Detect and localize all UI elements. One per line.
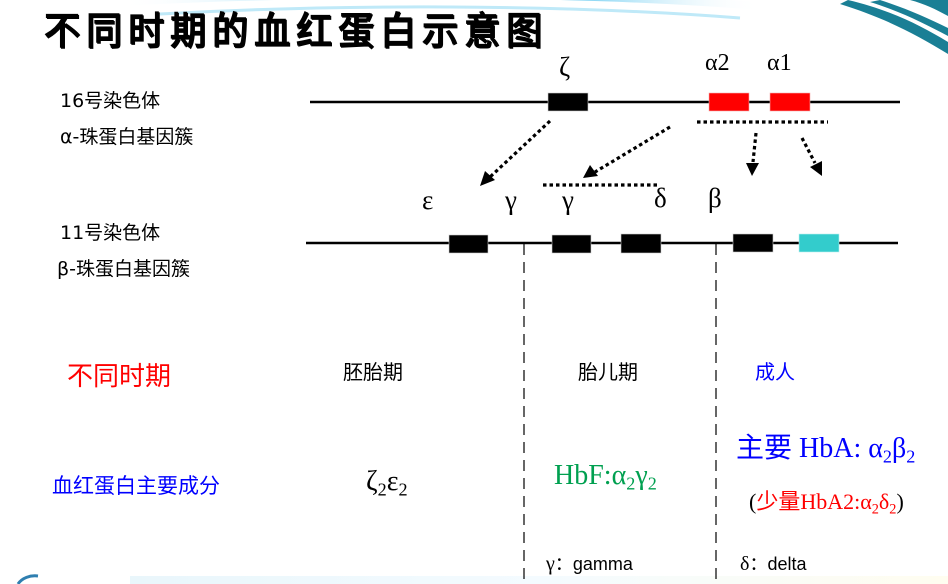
subunit-delta: δ [878,489,890,514]
header-swoosh-2 [159,5,741,20]
subunit-alpha: α [860,489,872,514]
row-label-stage: 不同时期 [67,362,172,392]
subscript: 2 [906,446,916,467]
subunit-alpha: α [611,460,627,491]
gene-box-gamma-a [620,233,662,254]
note-sep: ： [749,554,768,574]
subscript: 2 [889,501,897,518]
close-paren: ) [896,489,904,514]
gene-box-alpha1 [769,92,811,112]
gene-label-beta: β [708,183,722,213]
note-delta: δ：delta [740,550,806,576]
chr11-name: 11号染色体 [60,222,161,244]
composition-fetal: HbF:α2γ2 [554,460,657,494]
arrow-alpha-to-gamma [583,125,671,178]
gene-label-gamma-a: γ [562,185,574,215]
hba-prefix: 主要 HbA: [736,433,869,464]
subscript: 2 [871,501,879,518]
footer-band [130,576,948,584]
subunit-alpha: α [868,433,883,464]
page-title: 不同时期的血红蛋白示意图 [44,10,549,54]
note-symbol: γ [546,553,555,575]
header-swoosh [120,0,760,10]
stage-fetal: 胎儿期 [578,360,638,384]
subunit-epsilon: ε [386,466,399,497]
subunit-zeta: ζ [366,466,378,497]
row-label-composition: 血红蛋白主要成分 [52,474,220,498]
open-paren: ( [749,489,757,514]
gene-box-delta [732,233,774,253]
gene-box-beta [798,233,840,253]
chr11-cluster: β-珠蛋白基因簇 [57,258,190,280]
gene-label-epsilon: ε [422,185,434,215]
note-text: delta [767,554,807,574]
gene-label-alpha2: α2 [705,50,730,76]
corner-swoosh-3 [910,0,948,16]
gene-label-delta: δ [654,183,667,213]
note-gamma: γ：gamma [546,550,633,576]
gene-box-epsilon [448,234,489,254]
subscript: 2 [377,479,387,500]
chr16-name: 16号染色体 [60,90,161,112]
gene-label-alpha1: α1 [767,50,792,76]
note-sep: ： [554,554,573,574]
gene-label-zeta: ζ [559,52,571,82]
composition-embryo: ζ2ε2 [366,466,408,500]
chr16-cluster: α-珠蛋白基因簇 [60,126,194,148]
subunit-gamma: γ [635,460,648,491]
subscript: 2 [647,473,657,494]
corner-swoosh-1 [840,0,948,54]
subunit-beta: β [892,433,907,464]
footer-logo-arc [16,574,39,584]
gene-box-gamma-g [551,234,592,254]
gene-label-gamma-g: γ [505,185,517,215]
hbf-prefix: HbF: [554,460,612,491]
hba2-prefix: 少量HbA2: [756,489,861,514]
composition-adult-minor: (少量HbA2:α2δ2) [749,484,904,518]
arrow-zeta-to-epsilon [480,119,552,186]
subscript: 2 [626,473,636,494]
composition-adult-main: 主要 HbA: α2β2 [736,426,915,467]
subscript: 2 [398,479,408,500]
gene-box-zeta [547,92,589,112]
stage-adult: 成人 [755,360,795,384]
gene-box-alpha2 [708,92,750,112]
corner-swoosh-2 [870,0,948,36]
stage-embryo: 胚胎期 [343,360,403,384]
arrow-alpha-to-beta [800,137,822,176]
subscript: 2 [882,446,892,467]
note-symbol: δ [740,553,750,575]
note-text: gamma [572,554,633,574]
arrow-alpha-to-delta [746,132,759,176]
